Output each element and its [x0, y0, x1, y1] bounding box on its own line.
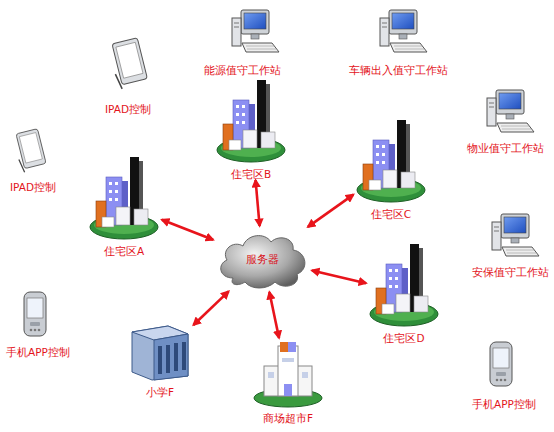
shape-part	[109, 190, 112, 193]
device-label: 能源值守工作站	[204, 64, 281, 77]
shape-part	[282, 358, 294, 362]
shape-part	[382, 153, 385, 156]
double-arrow	[256, 180, 260, 226]
shape-part	[242, 105, 245, 108]
building-icon	[128, 318, 192, 386]
shape-part	[389, 269, 392, 272]
node-label: 住宅区D	[383, 332, 424, 345]
shape-part	[88, 155, 160, 241]
shape-part	[376, 153, 379, 156]
building-icon	[355, 118, 427, 208]
shape-part	[302, 372, 308, 378]
building-icon	[368, 242, 440, 332]
shape-part	[242, 113, 245, 116]
shape-part	[376, 145, 379, 148]
node-label: 商场超市F	[263, 412, 313, 425]
shape-part	[109, 198, 112, 201]
shape-part	[382, 304, 394, 314]
device-label: 手机APP控制	[472, 398, 536, 411]
node-label: 住宅区B	[231, 168, 271, 181]
workstation-icon	[232, 10, 279, 52]
device-label: 手机APP控制	[6, 346, 70, 359]
shape-part	[396, 294, 410, 312]
node-label: 住宅区A	[104, 245, 144, 258]
building-icon	[215, 78, 287, 168]
shape-part	[132, 326, 188, 380]
shape-part	[369, 180, 381, 190]
shape-part	[395, 277, 398, 280]
building-icon	[250, 340, 326, 412]
shape-part	[389, 277, 392, 280]
site-node: 住宅区D	[368, 242, 440, 342]
site-node: 住宅区A	[88, 155, 160, 255]
shape-part	[395, 285, 398, 288]
workstation-icon	[487, 90, 534, 132]
phone-icon	[490, 342, 512, 386]
shape-part	[280, 342, 296, 352]
shape-part	[236, 113, 239, 116]
shape-part	[236, 121, 239, 124]
shape-part	[382, 161, 385, 164]
double-arrow	[193, 291, 228, 325]
double-arrow	[162, 220, 213, 240]
shape-part	[401, 172, 415, 188]
shape-part	[243, 130, 257, 148]
shape-part	[109, 182, 112, 185]
shape-part	[158, 346, 162, 374]
shape-part	[395, 269, 398, 272]
shape-part	[383, 170, 397, 188]
shape-part	[215, 78, 287, 164]
shape-part	[128, 318, 192, 382]
node-label: 小学F	[146, 386, 174, 399]
site-node: 住宅区C	[355, 118, 427, 218]
workstation-icon	[492, 214, 539, 256]
shape-part	[115, 198, 118, 201]
tablet-icon	[13, 129, 47, 173]
double-arrow	[312, 271, 366, 284]
server-cloud: 服务器	[215, 228, 310, 290]
shape-part	[242, 121, 245, 124]
device-label: IPAD控制	[105, 103, 151, 116]
shape-part	[414, 296, 428, 312]
shape-part	[115, 190, 118, 193]
shape-part	[355, 118, 427, 204]
double-arrow	[269, 292, 279, 338]
shape-part	[261, 132, 275, 148]
node-label: 服务器	[246, 253, 279, 266]
shape-part	[236, 105, 239, 108]
device-label: 车辆出入值守工作站	[349, 64, 448, 77]
shape-part	[182, 342, 186, 370]
shape-part	[278, 346, 298, 396]
site-node: 小学F	[128, 318, 192, 396]
shape-part	[116, 207, 130, 225]
node-label: 住宅区C	[371, 208, 411, 221]
device-label: IPAD控制	[10, 181, 56, 194]
shape-part	[376, 161, 379, 164]
shape-part	[102, 217, 114, 227]
tablet-icon	[108, 38, 148, 90]
shape-part	[166, 345, 170, 373]
phone-icon	[24, 292, 46, 336]
shape-part	[268, 372, 274, 378]
device-label: 物业值守工作站	[467, 142, 544, 155]
device-label: 安保值守工作站	[472, 266, 549, 279]
shape-part	[250, 340, 326, 408]
shape-part	[382, 145, 385, 148]
shape-part	[154, 334, 188, 380]
shape-part	[221, 236, 305, 288]
building-icon	[88, 155, 160, 245]
shape-part	[134, 209, 148, 225]
shape-part	[229, 140, 241, 150]
shape-part	[389, 285, 392, 288]
shape-part	[115, 182, 118, 185]
double-arrow	[308, 195, 353, 227]
shape-part	[174, 343, 178, 371]
site-node: 住宅区B	[215, 78, 287, 178]
shape-part	[368, 242, 440, 328]
shape-part	[288, 342, 296, 352]
site-node: 商场超市F	[250, 340, 326, 422]
shape-part	[284, 384, 292, 396]
workstation-icon	[380, 10, 427, 52]
